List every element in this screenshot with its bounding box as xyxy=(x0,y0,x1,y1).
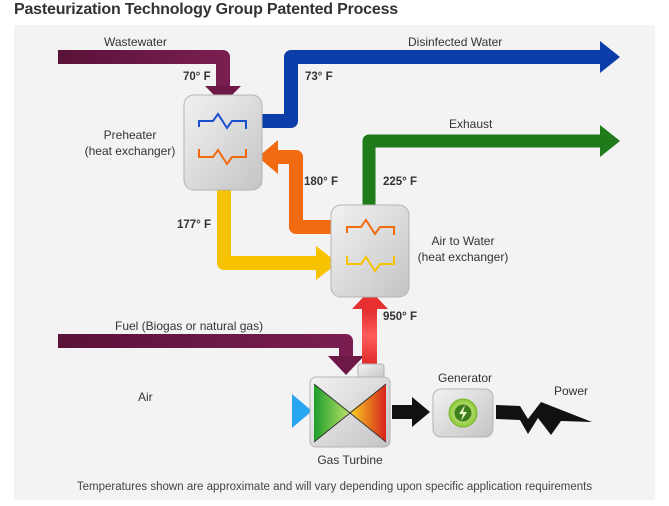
power-lightning-icon xyxy=(496,402,592,435)
hot-return-arrowhead xyxy=(258,140,278,174)
turbine-exhaust-pipe xyxy=(362,307,377,365)
temp-preheater-out: 177° F xyxy=(177,219,211,231)
gas-turbine xyxy=(309,363,391,448)
air-label: Air xyxy=(138,390,153,404)
turbine-expander-section xyxy=(350,384,386,442)
temp-turbine-exhaust: 950° F xyxy=(383,311,417,323)
air-to-water-sublabel: (heat exchanger) xyxy=(418,250,509,264)
generator xyxy=(432,388,494,438)
power-label: Power xyxy=(554,384,588,398)
air-to-water-preheated-coil xyxy=(346,255,395,273)
preheater-heat-exchanger xyxy=(183,94,263,191)
temp-exhaust-return: 180° F xyxy=(304,176,338,188)
disinfected-water-arrowhead xyxy=(600,41,620,73)
preheater-sublabel: (heat exchanger) xyxy=(85,144,176,158)
preheater-label: Preheater xyxy=(104,128,157,142)
preheated-water-pipe xyxy=(217,190,318,270)
lightning-bolt-icon xyxy=(459,405,467,421)
disinfected-water-label: Disinfected Water xyxy=(408,35,502,49)
wastewater-pipe xyxy=(58,50,230,88)
turbine-compressor-section xyxy=(314,384,350,442)
hot-return-pipe xyxy=(276,150,331,234)
preheated-water-arrowhead xyxy=(316,246,338,280)
exhaust-pipe xyxy=(362,134,600,206)
air-to-water-heat-exchanger xyxy=(330,204,410,298)
temp-wastewater-in: 70° F xyxy=(183,71,211,83)
air-to-water-hot-coil xyxy=(346,218,395,236)
temp-disinfected-out: 73° F xyxy=(305,71,333,83)
disinfected-water-pipe xyxy=(262,50,600,128)
fuel-arrowhead xyxy=(328,356,364,375)
turbine-generator-shaft xyxy=(392,397,430,427)
fuel-pipe xyxy=(58,334,353,358)
exhaust-label: Exhaust xyxy=(449,117,493,131)
footnote: Temperatures shown are approximate and w… xyxy=(76,481,593,493)
gas-turbine-label: Gas Turbine xyxy=(317,453,383,467)
temp-exhaust-out: 225° F xyxy=(383,176,417,188)
fuel-label: Fuel (Biogas or natural gas) xyxy=(115,319,263,333)
preheater-cold-coil xyxy=(198,112,247,130)
page-title: Pasteurization Technology Group Patented… xyxy=(14,1,398,18)
generator-label: Generator xyxy=(438,371,492,385)
wastewater-label: Wastewater xyxy=(104,35,167,49)
preheater-hot-coil xyxy=(198,148,247,166)
turbine-exhaust-arrowhead xyxy=(352,290,388,309)
air-to-water-label: Air to Water xyxy=(432,234,495,248)
exhaust-arrowhead xyxy=(600,125,620,157)
air-arrowhead xyxy=(292,394,312,428)
